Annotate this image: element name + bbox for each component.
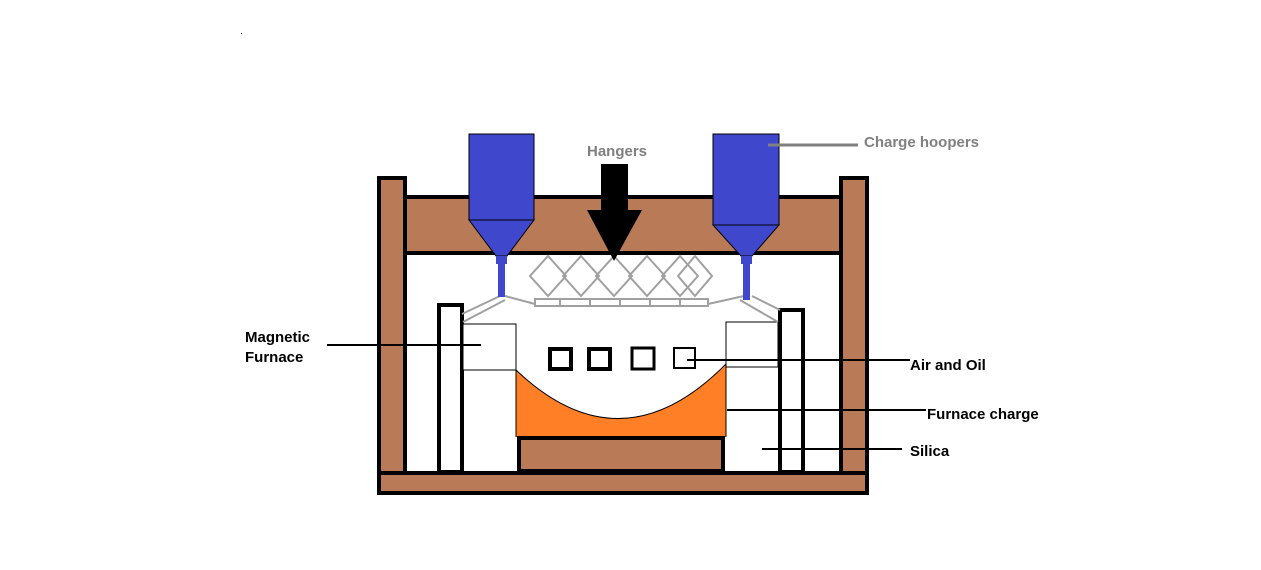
hangers-label: Hangers [587,143,648,160]
left-outer-wall [437,303,464,474]
port-1 [548,347,573,371]
magnetic-furnace-label-line2: Furnace [245,349,304,366]
charge-surface-curve [515,363,727,419]
speck-dot [241,33,242,34]
right-charge-hopper [711,133,781,300]
base-beam [377,471,869,495]
hanger-lattice [461,254,781,323]
port-2 [587,347,612,371]
air-and-oil-label: Air and Oil [910,357,986,374]
left-frame-post [377,176,407,476]
right-frame-post [839,176,869,476]
magnetic-furnace-label-line1: Magnetic [245,329,311,346]
furnace-charge-label: Furnace charge [927,406,1039,423]
port-3 [630,346,656,371]
silica-block [517,436,725,473]
left-charge-hopper [468,133,535,297]
furnace-charge-fill [516,364,726,437]
port-4 [673,347,696,369]
right-outer-wall [778,308,805,474]
charge-hoppers-label: Charge hoopers [864,134,980,151]
left-inner-block [462,323,517,371]
hangers-arrow-icon [587,164,642,261]
silica-label: Silica [910,443,950,460]
